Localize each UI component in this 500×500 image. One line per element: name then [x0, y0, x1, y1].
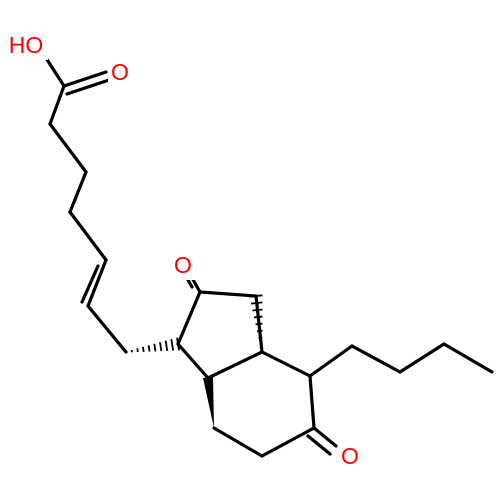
label-bg [108, 58, 132, 86]
five-membered-ring [173, 255, 264, 380]
hash-line [153, 343, 157, 352]
hash-line [159, 342, 163, 352]
hash-line [255, 322, 263, 326]
wedge-bond [203, 377, 214, 428]
bond-ring5-a [176, 290, 202, 346]
atom-label-o-ring5: O [174, 252, 192, 278]
hash-line [164, 340, 169, 352]
solid-wedge [203, 377, 214, 428]
atom-label-o-acid: O [111, 59, 129, 85]
atom-label-ho: HO [9, 32, 44, 58]
bond-ho-c1 [44, 56, 66, 88]
bond-c5-c6-double [80, 264, 100, 304]
six-membered-ring [212, 350, 338, 458]
label-bg [338, 442, 362, 470]
hash-line [252, 308, 263, 312]
bond-ring6-d [212, 426, 264, 458]
carboxylic-acid-group [44, 56, 111, 126]
bond-c4-c5 [68, 210, 108, 262]
side-chain [48, 122, 128, 354]
hashed-stereo-bond-fusion [249, 294, 263, 353]
bond-ring-fusion [206, 350, 264, 380]
bond-c1-o-double-a [62, 70, 108, 88]
bond-ring5-b [198, 290, 258, 298]
hash-line [253, 315, 263, 319]
bond-ring6-a [260, 350, 312, 378]
bond-butyl-4 [442, 342, 494, 374]
bond-ring6-ketone-double-b [306, 434, 332, 456]
bond-c5-c6 [86, 258, 108, 308]
atom-label-o-ring6: O [341, 443, 359, 469]
bond-c1-o-double-b [65, 78, 111, 96]
label-bg [6, 30, 48, 60]
bond-ring6-ketone-double-a [312, 426, 338, 448]
bond-ring6-b [308, 374, 316, 430]
bond-c6-c7 [86, 304, 128, 354]
bond-butyl-3 [398, 342, 446, 374]
label-bg [171, 252, 195, 280]
bond-c3-c4 [68, 170, 88, 214]
bond-butyl-2 [350, 344, 402, 374]
butyl-chain [308, 342, 494, 378]
hashed-stereo-bond [125, 337, 180, 353]
bond-c2-c3 [48, 122, 88, 174]
hash-line [170, 338, 174, 351]
hash-line [250, 301, 263, 305]
hash-line [256, 329, 263, 333]
hash-line [142, 346, 145, 352]
hash-line [147, 345, 151, 352]
hash-line [136, 348, 139, 353]
bond-ring6-c [260, 426, 316, 458]
bond-butyl-1 [308, 344, 354, 378]
bond-ring5-d [176, 342, 210, 380]
bond-c1-c2 [48, 84, 66, 126]
hash-line [249, 294, 263, 298]
